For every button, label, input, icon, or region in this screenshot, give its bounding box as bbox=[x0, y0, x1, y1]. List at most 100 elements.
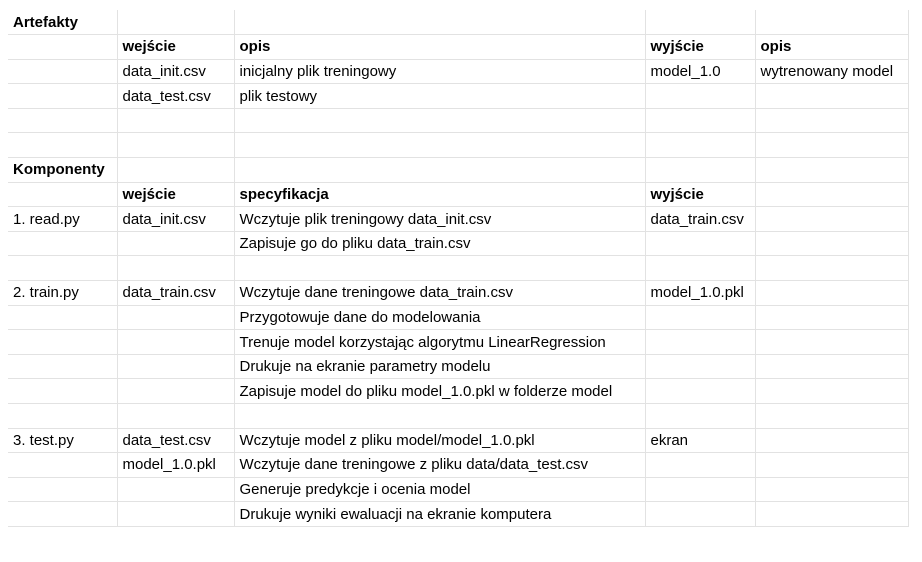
sheet-cell[interactable]: data_test.csv bbox=[117, 428, 235, 454]
sheet-cell[interactable]: Wczytuje dane treningowe z pliku data/da… bbox=[234, 452, 646, 478]
sheet-cell[interactable] bbox=[755, 206, 909, 232]
sheet-cell[interactable]: Wczytuje plik treningowy data_init.csv bbox=[234, 206, 646, 232]
sheet-cell[interactable] bbox=[8, 403, 118, 429]
sheet-cell[interactable]: Komponenty bbox=[8, 157, 118, 183]
sheet-cell[interactable] bbox=[645, 157, 756, 183]
sheet-cell[interactable] bbox=[645, 354, 756, 380]
sheet-cell[interactable] bbox=[645, 501, 756, 527]
sheet-cell[interactable] bbox=[645, 231, 756, 257]
sheet-cell[interactable]: Trenuje model korzystając algorytmu Line… bbox=[234, 329, 646, 355]
sheet-cell[interactable] bbox=[645, 378, 756, 404]
sheet-cell[interactable] bbox=[645, 108, 756, 134]
sheet-cell[interactable]: Wczytuje dane treningowe data_train.csv bbox=[234, 280, 646, 306]
sheet-cell[interactable] bbox=[8, 132, 118, 159]
sheet-cell[interactable] bbox=[755, 452, 909, 478]
sheet-cell[interactable] bbox=[755, 378, 909, 404]
sheet-cell[interactable] bbox=[755, 10, 909, 36]
sheet-cell[interactable] bbox=[234, 157, 646, 183]
sheet-cell[interactable]: specyfikacja bbox=[234, 182, 646, 208]
sheet-cell[interactable]: wytrenowany model bbox=[755, 59, 909, 85]
sheet-cell[interactable]: model_1.0 bbox=[645, 59, 756, 85]
sheet-cell[interactable] bbox=[755, 501, 909, 527]
sheet-cell[interactable] bbox=[8, 477, 118, 503]
sheet-cell[interactable]: data_test.csv bbox=[117, 83, 235, 109]
sheet-cell[interactable] bbox=[755, 428, 909, 454]
sheet-cell[interactable] bbox=[645, 132, 756, 159]
sheet-cell[interactable] bbox=[234, 132, 646, 159]
sheet-cell[interactable] bbox=[234, 255, 646, 282]
sheet-cell[interactable] bbox=[8, 255, 118, 282]
sheet-cell[interactable] bbox=[8, 305, 118, 331]
sheet-cell[interactable]: wejście bbox=[117, 34, 235, 60]
sheet-cell[interactable] bbox=[755, 83, 909, 109]
sheet-cell[interactable]: model_1.0.pkl bbox=[117, 452, 235, 478]
sheet-cell[interactable] bbox=[755, 231, 909, 257]
sheet-cell[interactable] bbox=[8, 231, 118, 257]
sheet-cell[interactable] bbox=[645, 255, 756, 282]
sheet-cell[interactable]: Artefakty bbox=[8, 10, 118, 36]
sheet-cell[interactable]: opis bbox=[234, 34, 646, 60]
sheet-cell[interactable]: opis bbox=[755, 34, 909, 60]
sheet-cell[interactable] bbox=[8, 108, 118, 134]
sheet-cell[interactable]: data_train.csv bbox=[645, 206, 756, 232]
sheet-cell[interactable] bbox=[117, 477, 235, 503]
sheet-cell[interactable] bbox=[755, 132, 909, 159]
sheet-cell[interactable]: wyjście bbox=[645, 182, 756, 208]
sheet-cell[interactable]: ekran bbox=[645, 428, 756, 454]
sheet-cell[interactable] bbox=[117, 10, 235, 36]
sheet-cell[interactable] bbox=[755, 329, 909, 355]
sheet-cell[interactable] bbox=[117, 157, 235, 183]
sheet-cell[interactable]: model_1.0.pkl bbox=[645, 280, 756, 306]
sheet-cell[interactable] bbox=[8, 182, 118, 208]
sheet-cell[interactable] bbox=[755, 108, 909, 134]
sheet-cell[interactable] bbox=[234, 10, 646, 36]
sheet-cell[interactable] bbox=[234, 403, 646, 429]
sheet-cell[interactable] bbox=[645, 10, 756, 36]
sheet-cell[interactable] bbox=[755, 157, 909, 183]
sheet-cell[interactable] bbox=[8, 59, 118, 85]
sheet-cell[interactable] bbox=[117, 403, 235, 429]
sheet-cell[interactable] bbox=[755, 354, 909, 380]
sheet-cell[interactable] bbox=[755, 305, 909, 331]
sheet-cell[interactable] bbox=[645, 329, 756, 355]
sheet-cell[interactable] bbox=[117, 329, 235, 355]
sheet-cell[interactable]: plik testowy bbox=[234, 83, 646, 109]
sheet-cell[interactable] bbox=[755, 255, 909, 282]
sheet-cell[interactable] bbox=[645, 305, 756, 331]
sheet-cell[interactable] bbox=[234, 108, 646, 134]
sheet-cell[interactable] bbox=[117, 231, 235, 257]
sheet-cell[interactable]: Wczytuje model z pliku model/model_1.0.p… bbox=[234, 428, 646, 454]
sheet-cell[interactable] bbox=[645, 452, 756, 478]
sheet-cell[interactable] bbox=[117, 501, 235, 527]
sheet-cell[interactable] bbox=[755, 403, 909, 429]
sheet-cell[interactable]: wejście bbox=[117, 182, 235, 208]
sheet-cell[interactable] bbox=[8, 34, 118, 60]
sheet-cell[interactable]: Przygotowuje dane do modelowania bbox=[234, 305, 646, 331]
sheet-cell[interactable] bbox=[645, 403, 756, 429]
sheet-cell[interactable] bbox=[8, 329, 118, 355]
sheet-cell[interactable] bbox=[8, 354, 118, 380]
sheet-cell[interactable] bbox=[645, 477, 756, 503]
sheet-cell[interactable]: wyjście bbox=[645, 34, 756, 60]
sheet-cell[interactable] bbox=[8, 501, 118, 527]
sheet-cell[interactable] bbox=[117, 108, 235, 134]
sheet-cell[interactable] bbox=[645, 83, 756, 109]
sheet-cell[interactable]: inicjalny plik treningowy bbox=[234, 59, 646, 85]
sheet-cell[interactable]: 2. train.py bbox=[8, 280, 118, 306]
sheet-cell[interactable] bbox=[755, 280, 909, 306]
sheet-cell[interactable]: Zapisuje go do pliku data_train.csv bbox=[234, 231, 646, 257]
sheet-cell[interactable]: data_init.csv bbox=[117, 206, 235, 232]
sheet-cell[interactable] bbox=[117, 378, 235, 404]
sheet-cell[interactable] bbox=[117, 132, 235, 159]
sheet-cell[interactable] bbox=[755, 182, 909, 208]
sheet-cell[interactable]: 3. test.py bbox=[8, 428, 118, 454]
sheet-cell[interactable]: Drukuje wyniki ewaluacji na ekranie komp… bbox=[234, 501, 646, 527]
sheet-cell[interactable]: data_train.csv bbox=[117, 280, 235, 306]
sheet-cell[interactable] bbox=[117, 354, 235, 380]
sheet-cell[interactable] bbox=[117, 255, 235, 282]
sheet-cell[interactable] bbox=[8, 452, 118, 478]
sheet-cell[interactable]: 1. read.py bbox=[8, 206, 118, 232]
sheet-cell[interactable] bbox=[117, 305, 235, 331]
sheet-cell[interactable] bbox=[8, 83, 118, 109]
sheet-cell[interactable]: Generuje predykcje i ocenia model bbox=[234, 477, 646, 503]
